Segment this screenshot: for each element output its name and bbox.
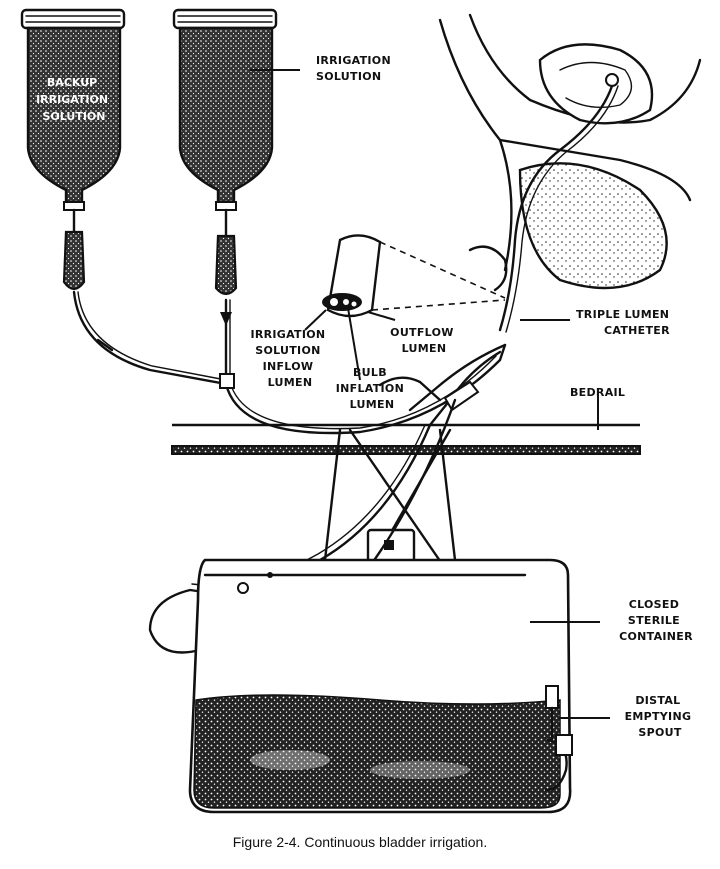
inflow-lumen-label: IRRIGATION SOLUTION INFLOW LUMEN [250,328,329,389]
catheter-cross-section [322,234,506,318]
bulb-inflation-lumen-label: BULB INFLATION LUMEN [336,366,408,411]
distal-emptying-spout-label: DISTAL EMPTYING SPOUT [625,694,696,739]
figure-caption: Figure 2-4. Continuous bladder irrigatio… [232,834,488,850]
irrigation-solution-label: IRRIGATION SOLUTION [316,54,395,83]
triple-lumen-catheter-label: TRIPLE LUMEN CATHETER [576,308,673,337]
bedrail-label: BEDRAIL [570,386,625,399]
outflow-lumen-label: OUTFLOW LUMEN [390,326,458,355]
backup-bottle [20,8,126,291]
backup-irrigation-solution-label: BACKUP IRRIGATION SOLUTION [36,76,112,123]
closed-sterile-container-label: CLOSED STERILE CONTAINER [619,598,693,643]
closed-sterile-container [188,558,572,814]
bedrail [171,423,641,455]
irrigation-bottle [172,8,278,326]
emptying-spout [544,685,573,792]
leader-lines [250,69,610,719]
anatomy-sketch [438,13,702,333]
bladder-irrigation-diagram: BACKUP IRRIGATION SOLUTION IRRIGATION SO… [20,8,702,814]
